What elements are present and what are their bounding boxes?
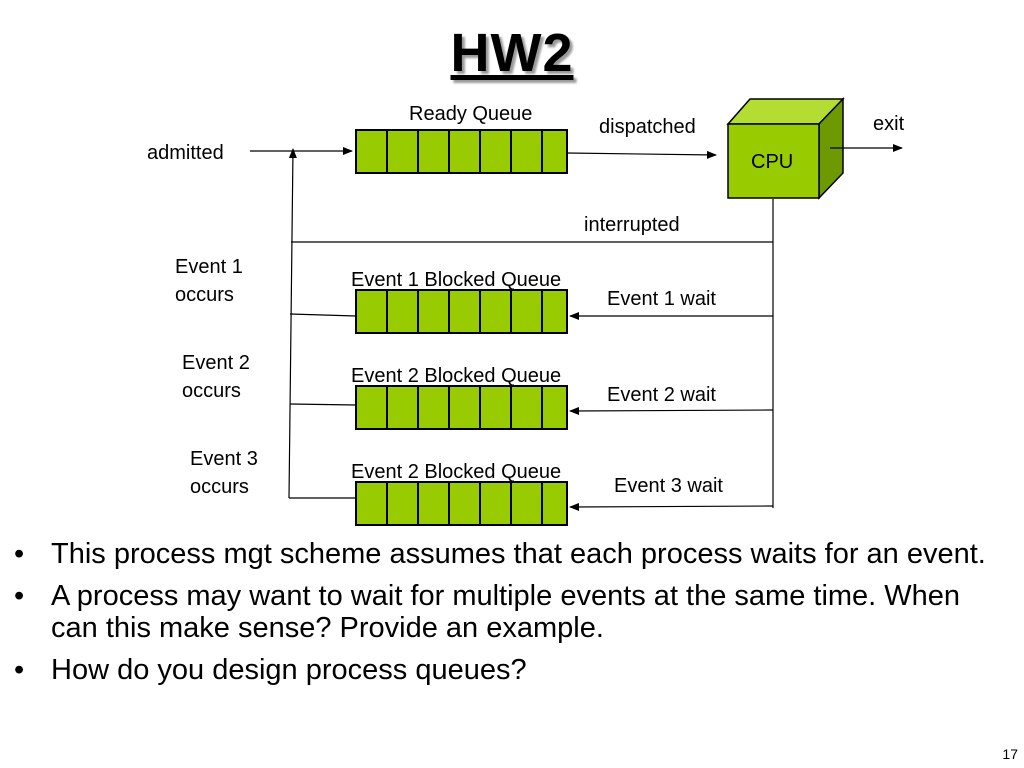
page-number: 17 [1002, 746, 1018, 762]
bullet-item: • A process may want to wait for multipl… [14, 580, 1014, 644]
bullet-text: How do you design process queues? [51, 654, 527, 686]
event3-occurs-label-line2: occurs [190, 476, 249, 498]
bullet-item: • How do you design process queues? [14, 654, 1014, 686]
bullet-item: • This process mgt scheme assumes that e… [14, 538, 1014, 570]
queue1-name-label: Event 1 Blocked Queue [351, 269, 562, 291]
event2-return-line [289, 403, 357, 406]
event3-wait-arrow [569, 502, 774, 511]
bullet-marker: • [14, 538, 25, 570]
ready-queue-label: Ready Queue [409, 103, 533, 125]
event3-blocked-queue [355, 481, 568, 526]
bullet-marker: • [14, 654, 25, 686]
return-vertical-line [288, 148, 297, 499]
flow-lines [250, 144, 903, 511]
event3-occurs-label-line1: Event 3 [190, 448, 258, 470]
event1-occurs-label-line1: Event 1 [175, 256, 243, 278]
admitted-label: admitted [147, 142, 224, 164]
cpu-label: CPU [751, 151, 794, 173]
event1-return-line [289, 313, 357, 317]
event1-blocked-queue [355, 289, 568, 334]
slide-title: HW2 [450, 23, 574, 83]
dispatched-arrow [566, 150, 717, 159]
dispatched-label: dispatched [599, 116, 696, 138]
event2-wait-arrow [569, 406, 774, 415]
interrupted-label: interrupted [584, 214, 680, 236]
ready-queue-box [355, 129, 568, 174]
bullet-text: This process mgt scheme assumes that eac… [51, 538, 986, 570]
event1-wait-label: Event 1 wait [607, 288, 716, 310]
queue2-name-label: Event 2 Blocked Queue [351, 365, 562, 387]
event1-occurs-label-line2: occurs [175, 284, 234, 306]
ready-queue [355, 129, 568, 174]
event3-wait-label: Event 3 wait [614, 475, 723, 497]
bullet-list: • This process mgt scheme assumes that e… [14, 538, 1014, 696]
cpu-front-face [727, 123, 820, 199]
bullet-text: A process may want to wait for multiple … [51, 580, 961, 644]
cpu-cube [726, 97, 845, 200]
queue3-name-label: Event 2 Blocked Queue [351, 461, 562, 483]
event2-wait-label: Event 2 wait [607, 384, 716, 406]
exit-label: exit [873, 113, 905, 135]
event2-blocked-queue [355, 385, 568, 430]
bullet-marker: • [14, 580, 25, 612]
event2-occurs-label-line1: Event 2 [182, 352, 250, 374]
event2-occurs-label-line2: occurs [182, 380, 241, 402]
